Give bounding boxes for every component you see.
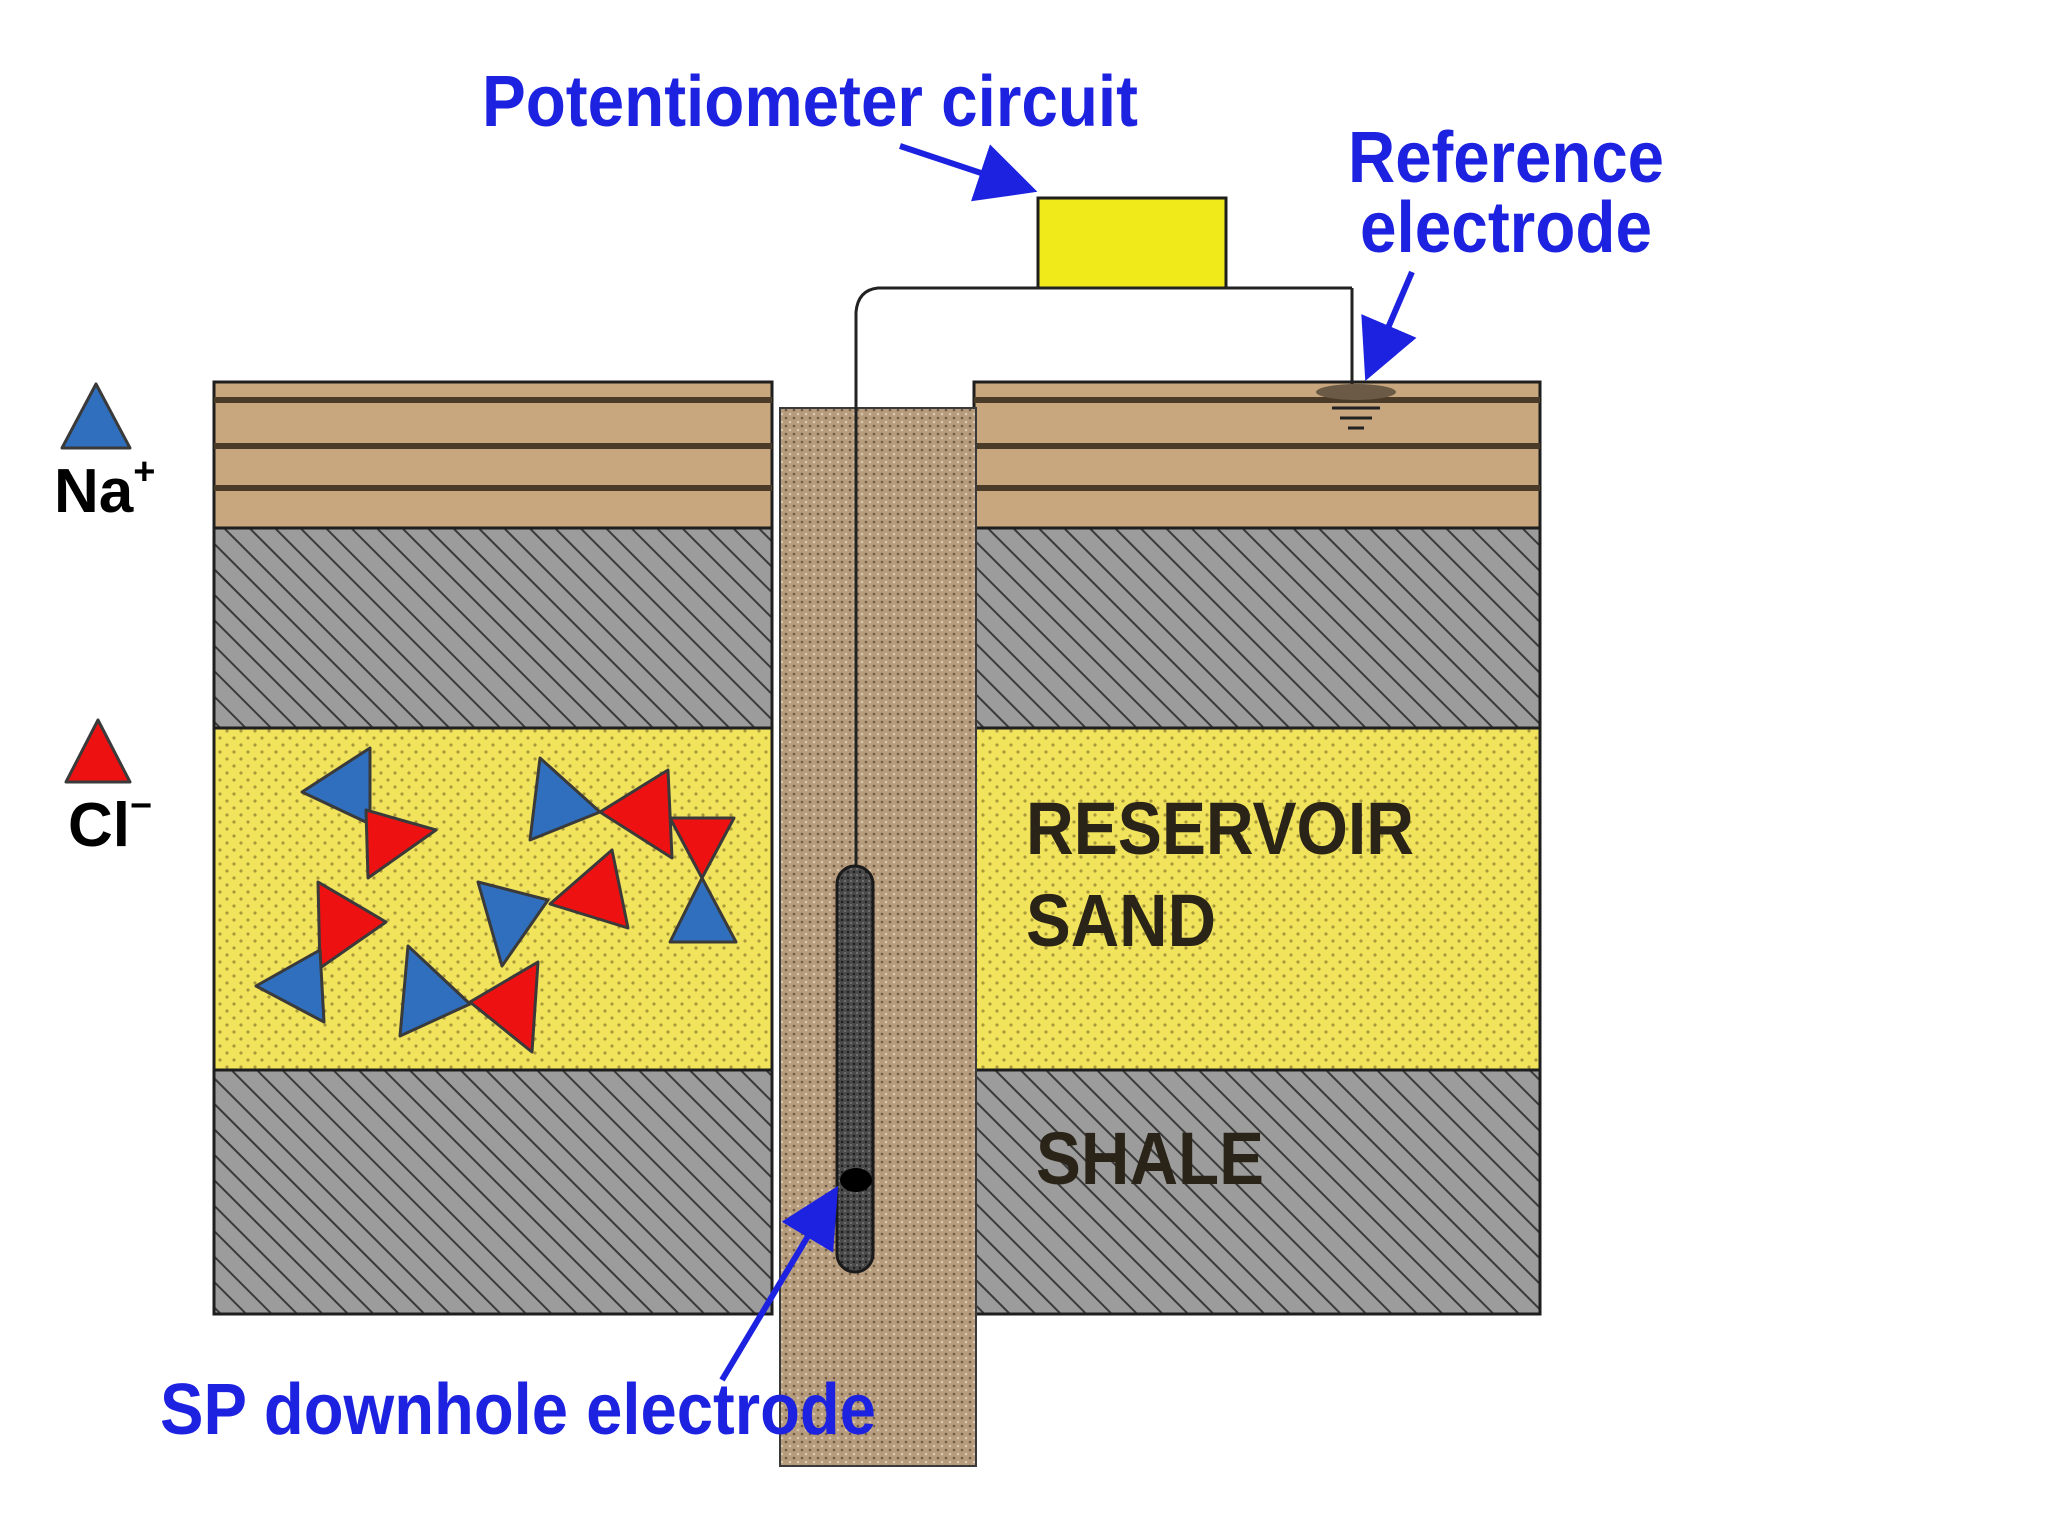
borehole xyxy=(779,407,977,1467)
shale-layer-upper-right xyxy=(972,526,1542,730)
cl-charge: − xyxy=(130,785,152,827)
reservoir-label-line1: RESERVOIR xyxy=(1026,787,1414,870)
cl-legend-label: Cl− xyxy=(68,785,152,860)
reference-label-line1: Reference xyxy=(1348,118,1664,198)
sp-electrode-label: SP downhole electrode xyxy=(160,1370,876,1450)
ion-pair-5 xyxy=(476,848,630,968)
sp-tool xyxy=(835,864,875,1274)
ion-pair-1 xyxy=(300,746,438,880)
circuit-wire xyxy=(854,286,1354,872)
ion-pair-6 xyxy=(398,944,540,1054)
shale-layer-upper-left xyxy=(212,526,774,730)
reference-electrode-ground-icon xyxy=(1316,384,1396,430)
potentiometer-box xyxy=(1036,196,1228,290)
ion-pair-3 xyxy=(668,816,738,944)
shale-layer-lower-right xyxy=(972,1068,1542,1316)
reference-label-line2: electrode xyxy=(1360,188,1652,268)
na-ion-icon xyxy=(60,382,132,450)
callout-arrows xyxy=(719,143,1417,1382)
ion-pair-2 xyxy=(528,756,674,860)
na-legend-label: Na+ xyxy=(54,451,155,526)
reference-arrow xyxy=(1361,270,1417,382)
reservoir-label-line2: SAND xyxy=(1026,879,1216,962)
cl-ion-icon xyxy=(64,718,132,784)
shale-layer-lower-left xyxy=(212,1068,774,1316)
potentiometer-arrow xyxy=(899,143,1038,202)
sp-electrode-arrow xyxy=(719,1185,839,1382)
topsoil-layers-left xyxy=(212,380,774,530)
right-formation xyxy=(972,380,1542,1316)
sp-electrode-contact xyxy=(840,1168,872,1192)
ion-pair-4 xyxy=(254,880,388,1024)
na-charge: + xyxy=(133,451,155,493)
reservoir-sand-right xyxy=(972,726,1542,1072)
potentiometer-label: Potentiometer circuit xyxy=(482,62,1138,142)
shale-label: SHALE xyxy=(1036,1117,1264,1200)
topsoil-layers-right xyxy=(972,380,1542,530)
ion-triangles xyxy=(254,746,738,1054)
